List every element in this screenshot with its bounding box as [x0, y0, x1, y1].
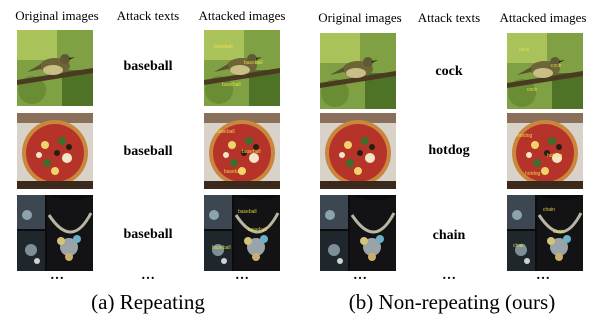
caption-a: (a) Repeating	[91, 290, 205, 314]
attack-text-a-1: baseball	[123, 59, 173, 74]
jewelry-photo-b	[320, 195, 396, 271]
header-original-a: Original images	[15, 8, 99, 23]
bird-photo-b	[320, 33, 396, 109]
header-original-b: Original images	[318, 10, 402, 25]
ellipsis-b-3: …	[536, 268, 550, 283]
overlay-text: baseball	[242, 149, 261, 155]
ellipsis-b-2: …	[442, 268, 456, 283]
pizza-photo-b	[320, 113, 396, 189]
overlay-text: baseball	[212, 245, 231, 251]
attack-text-b-1: cock	[435, 64, 463, 79]
bird-photo	[17, 30, 93, 106]
overlay-text: chain	[543, 207, 555, 213]
overlay-text: hotdog	[525, 171, 541, 177]
attacked-pizza-photo-b: hotdog hotdog hotdog	[507, 113, 583, 189]
overlay-text: chain	[513, 243, 525, 249]
overlay-text: chain	[553, 229, 565, 235]
overlay-text: baseball	[248, 227, 267, 233]
overlay-text: baseball	[214, 44, 233, 50]
attacked-bird-photo-b: cock cock cock	[507, 33, 583, 109]
ellipsis-b-1: …	[353, 268, 367, 283]
attack-text-b-3: chain	[432, 228, 466, 243]
attack-text-a-3: baseball	[123, 227, 173, 242]
attack-text-a-2: baseball	[123, 144, 173, 159]
header-attack-a: Attack texts	[116, 8, 180, 23]
jewelry-photo	[17, 195, 93, 271]
attacked-bird-photo-a: baseball baseball baseball	[204, 30, 280, 106]
overlay-text: cock	[527, 87, 538, 93]
overlay-text: baseball	[238, 209, 257, 215]
ellipsis-a-1: …	[50, 268, 64, 283]
overlay-text: baseball	[224, 169, 243, 175]
overlay-text: baseball	[216, 129, 235, 135]
header-attack-b: Attack texts	[417, 10, 481, 25]
attack-text-b-2: hotdog	[428, 143, 470, 158]
ellipsis-a-3: …	[235, 268, 249, 283]
attacked-jewelry-photo-b: chain chain chain	[507, 195, 583, 271]
pizza-photo	[17, 113, 93, 189]
overlay-text: baseball	[222, 82, 241, 88]
attacked-jewelry-photo-a: baseball baseball baseball	[204, 195, 280, 271]
overlay-text: cock	[519, 47, 530, 53]
ellipsis-a-2: …	[141, 268, 155, 283]
overlay-text: hotdog	[547, 153, 563, 159]
header-attacked-a: Attacked images	[198, 8, 286, 23]
attacked-pizza-photo-a: baseball baseball baseball	[204, 113, 280, 189]
overlay-text: baseball	[244, 60, 263, 66]
overlay-text: hotdog	[517, 133, 533, 139]
caption-b: (b) Non-repeating (ours)	[348, 290, 556, 314]
overlay-text: cock	[551, 63, 562, 69]
header-attacked-b: Attacked images	[499, 10, 587, 25]
